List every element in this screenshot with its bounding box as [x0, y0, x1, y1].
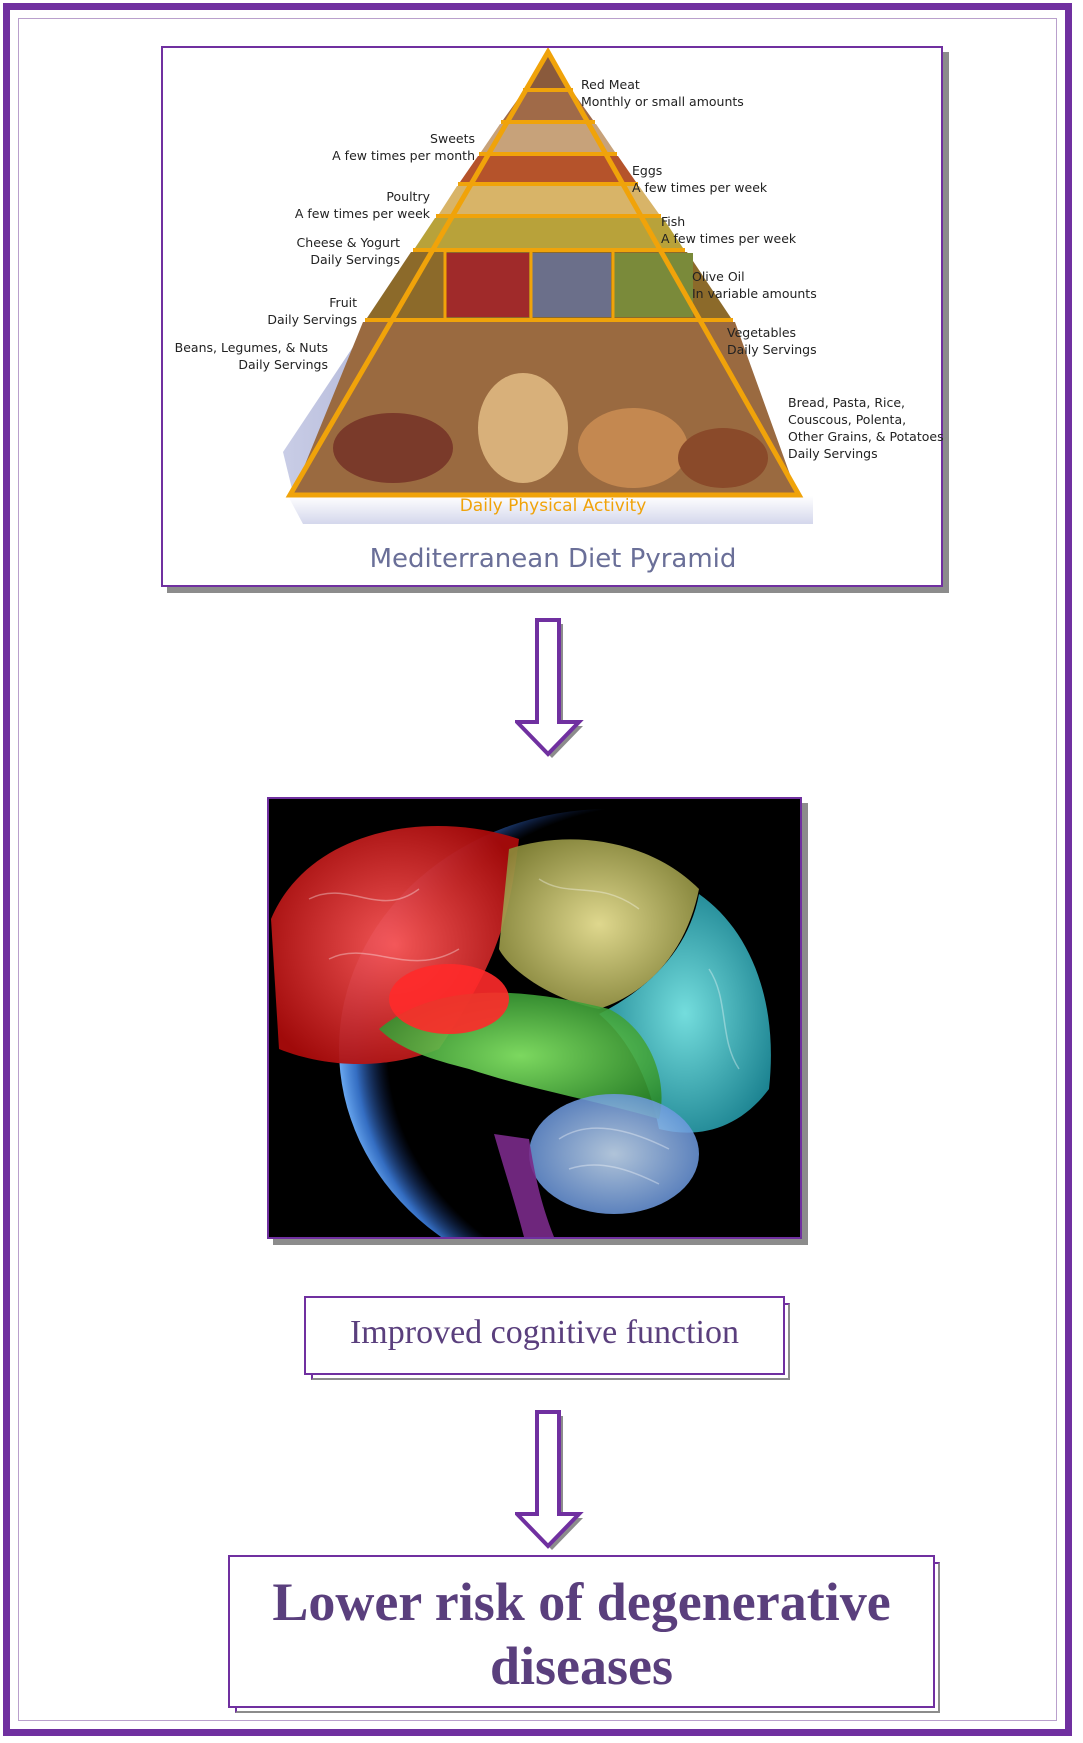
degenerative-risk-box: Lower risk of degenerative diseases	[228, 1555, 935, 1708]
diet-pyramid-card: Daily Physical Activity Mediterranean Di…	[161, 46, 943, 587]
label-grains: Bread, Pasta, Rice, Couscous, Polenta, O…	[788, 394, 944, 462]
label-cheese-yogurt: Cheese & YogurtDaily Servings	[297, 234, 400, 268]
label-fruit: FruitDaily Servings	[267, 294, 357, 328]
brain-illustration	[269, 799, 800, 1237]
label-eggs: EggsA few times per week	[632, 162, 767, 196]
brain-image-card	[267, 797, 802, 1239]
label-red-meat: Red MeatMonthly or small amounts	[581, 76, 744, 110]
label-sweets: SweetsA few times per month	[332, 130, 475, 164]
down-arrow-icon	[515, 618, 591, 762]
base-activity-label: Daily Physical Activity	[413, 498, 693, 515]
label-vegetables: VegetablesDaily Servings	[727, 324, 817, 358]
cognitive-function-label: Improved cognitive function	[306, 1314, 783, 1352]
down-arrow-icon	[515, 1410, 591, 1554]
pyramid-caption: Mediterranean Diet Pyramid	[303, 544, 803, 574]
label-fish: FishA few times per week	[661, 213, 796, 247]
label-beans-legumes-nuts: Beans, Legumes, & NutsDaily Servings	[175, 339, 328, 373]
label-poultry: PoultryA few times per week	[295, 188, 430, 222]
label-olive-oil: Olive OilIn variable amounts	[692, 268, 817, 302]
degenerative-risk-label: Lower risk of degenerative diseases	[240, 1570, 923, 1698]
cognitive-function-box: Improved cognitive function	[304, 1296, 785, 1375]
